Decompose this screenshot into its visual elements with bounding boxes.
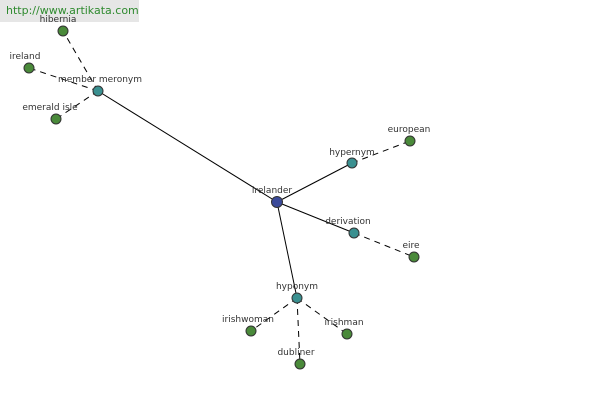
node-emerald-isle[interactable]: emerald isle — [22, 103, 78, 125]
node-layer: irelander member meronym hibernia ireland em… — [10, 15, 431, 370]
node-dot-dubliner[interactable] — [294, 358, 306, 370]
node-label-eire: eire — [402, 241, 420, 251]
edge-member-meronym-to-emerald-isle — [55, 90, 99, 120]
node-dot-emerald-isle[interactable] — [50, 113, 62, 125]
edge-member-meronym-to-hibernia — [62, 30, 99, 92]
node-dot-derivation[interactable] — [348, 227, 360, 239]
edge-irelander-to-member-meronym — [97, 90, 278, 203]
edge-irelander-to-hypernym — [276, 162, 353, 203]
edge-member-meronym-to-ireland — [28, 67, 99, 92]
node-label-dubliner: dubliner — [277, 348, 314, 358]
node-label-hypernym: hypernym — [329, 148, 375, 158]
node-irelander[interactable]: irelander — [252, 186, 293, 208]
node-dot-member-meronym[interactable] — [92, 85, 104, 97]
node-label-derivation: derivation — [325, 217, 371, 227]
edge-irelander-to-derivation — [276, 201, 355, 234]
node-label-hyponym: hyponym — [276, 282, 318, 292]
node-hypernym[interactable]: hypernym — [329, 148, 375, 169]
node-label-irelander: irelander — [252, 186, 293, 196]
node-label-irishman: irishman — [324, 318, 363, 328]
node-dot-hypernym[interactable] — [346, 157, 358, 169]
node-eire[interactable]: eire — [402, 241, 420, 263]
site-watermark: http://www.artikata.com — [0, 0, 139, 22]
node-dot-irishwoman[interactable] — [245, 325, 257, 337]
node-member-meronym[interactable]: member meronym — [58, 75, 142, 97]
edge-layer — [28, 30, 415, 365]
node-hibernia[interactable]: hibernia — [40, 15, 77, 37]
node-label-member-meronym: member meronym — [58, 75, 142, 85]
node-dot-ireland[interactable] — [23, 62, 35, 74]
node-label-hibernia: hibernia — [40, 15, 77, 25]
node-dot-european[interactable] — [404, 135, 416, 147]
node-dubliner[interactable]: dubliner — [277, 348, 315, 370]
node-label-ireland: ireland — [10, 52, 41, 62]
node-derivation[interactable]: derivation — [325, 217, 371, 239]
node-dot-hyponym[interactable] — [291, 292, 303, 304]
node-dot-eire[interactable] — [408, 251, 420, 263]
node-dot-irishman[interactable] — [341, 328, 353, 340]
edge-hyponym-to-irishwoman — [250, 297, 298, 332]
node-label-european: european — [388, 125, 431, 135]
node-dot-irelander[interactable] — [271, 196, 283, 208]
node-irishwoman[interactable]: irishwoman — [222, 315, 274, 337]
node-irishman[interactable]: irishman — [324, 318, 364, 340]
node-hyponym[interactable]: hyponym — [276, 282, 318, 304]
node-ireland[interactable]: ireland — [10, 52, 41, 74]
edge-hyponym-to-dubliner — [296, 297, 301, 365]
node-dot-hibernia[interactable] — [57, 25, 69, 37]
edge-irelander-to-hyponym — [276, 201, 298, 299]
node-label-emerald-isle: emerald isle — [22, 103, 78, 113]
node-label-irishwoman: irishwoman — [222, 315, 274, 325]
node-european[interactable]: european — [388, 125, 431, 147]
edge-hyponym-to-irishman — [296, 297, 348, 335]
